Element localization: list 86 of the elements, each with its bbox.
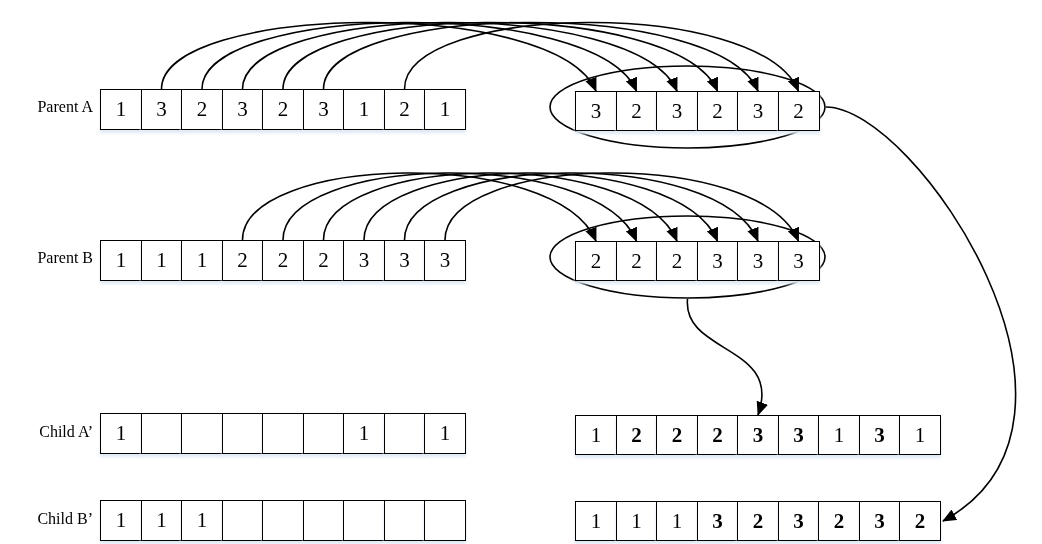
- gene-cell: 1: [140, 500, 183, 541]
- arrow: [322, 172, 678, 242]
- gene-cell: [424, 500, 466, 541]
- gene-cell: 1: [181, 500, 223, 541]
- gene-cell: 1: [424, 413, 466, 454]
- gene-cell: 2: [615, 91, 658, 131]
- gene-cell: 1: [100, 413, 142, 454]
- gene-cell: 2: [262, 89, 304, 130]
- gene-cell: 1: [575, 415, 617, 455]
- gene-cell: 3: [858, 415, 901, 455]
- gene-cell: 1: [899, 415, 941, 455]
- gene-cell: [343, 500, 385, 541]
- selection-ellipse: [549, 215, 826, 299]
- gene-cell: 1: [100, 89, 142, 130]
- row-label: Parent B: [36, 249, 93, 267]
- gene-cell: 2: [262, 240, 304, 281]
- arrow: [403, 21, 800, 92]
- gene-cell: 2: [696, 415, 739, 455]
- gene-cell: 2: [181, 89, 223, 130]
- gene-cell: 2: [696, 91, 739, 131]
- gene-cell: 1: [343, 89, 385, 130]
- gene-cell: 2: [656, 241, 698, 281]
- gene-cell: 3: [777, 501, 820, 541]
- gene-cell: 2: [818, 501, 860, 541]
- gene-cell: [262, 413, 304, 454]
- arrow: [282, 172, 638, 242]
- row-label: Child A’: [38, 423, 93, 441]
- arrow: [363, 172, 719, 242]
- gene-cell: 3: [221, 89, 264, 130]
- arrow: [322, 21, 759, 92]
- gene-cell: 2: [615, 415, 658, 455]
- gene-cell: 3: [777, 241, 820, 281]
- gene-cell: 2: [656, 415, 698, 455]
- gene-cell: 1: [343, 413, 385, 454]
- gene-cell: 2: [737, 501, 779, 541]
- selection-ellipse: [549, 65, 826, 149]
- gene-cell: 3: [696, 501, 739, 541]
- gene-cell: [302, 413, 345, 454]
- gene-cell: 1: [818, 415, 860, 455]
- gene-cell: 2: [302, 240, 345, 281]
- gene-cell: 3: [383, 240, 426, 281]
- gene-cell: [140, 413, 183, 454]
- gene-cell: [262, 500, 304, 541]
- gene-cell: [302, 500, 345, 541]
- gene-cell: 3: [737, 91, 779, 131]
- gene-cell: [383, 500, 426, 541]
- gene-cell: 3: [737, 241, 779, 281]
- gene-cell: 1: [100, 500, 142, 541]
- gene-cell: 1: [575, 501, 617, 541]
- gene-cell: 2: [899, 501, 941, 541]
- gene-cell: 3: [575, 91, 617, 131]
- gene-cell: 3: [656, 91, 698, 131]
- row-label: Child B’: [36, 510, 93, 528]
- arrow: [403, 172, 759, 242]
- gene-cell: 3: [858, 501, 901, 541]
- gene-cell: 2: [777, 91, 820, 131]
- gene-cell: 3: [777, 415, 820, 455]
- gene-cell: 1: [140, 240, 183, 281]
- gene-cell: 1: [656, 501, 698, 541]
- gene-cell: 1: [424, 89, 466, 130]
- gene-cell: 3: [696, 241, 739, 281]
- row-label: Parent A: [36, 98, 93, 116]
- gene-cell: [221, 500, 264, 541]
- gene-cell: [221, 413, 264, 454]
- gene-cell: [383, 413, 426, 454]
- gene-cell: 3: [737, 415, 779, 455]
- gene-cell: 3: [343, 240, 385, 281]
- arrow: [241, 172, 597, 242]
- arrow: [160, 21, 597, 92]
- gene-cell: 1: [615, 501, 658, 541]
- arrow: [686, 298, 767, 416]
- arrow: [241, 21, 678, 92]
- arrow: [201, 21, 638, 92]
- gene-cell: [181, 413, 223, 454]
- gene-cell: 3: [302, 89, 345, 130]
- gene-cell: 2: [615, 241, 658, 281]
- gene-cell: 1: [100, 240, 142, 281]
- gene-cell: 2: [575, 241, 617, 281]
- arrow: [825, 106, 1016, 522]
- gene-cell: 3: [424, 240, 466, 281]
- gene-cell: 2: [221, 240, 264, 281]
- gene-cell: 3: [140, 89, 183, 130]
- gene-cell: 1: [181, 240, 223, 281]
- arrow: [282, 21, 719, 92]
- gene-cell: 2: [383, 89, 426, 130]
- arrow: [444, 172, 800, 242]
